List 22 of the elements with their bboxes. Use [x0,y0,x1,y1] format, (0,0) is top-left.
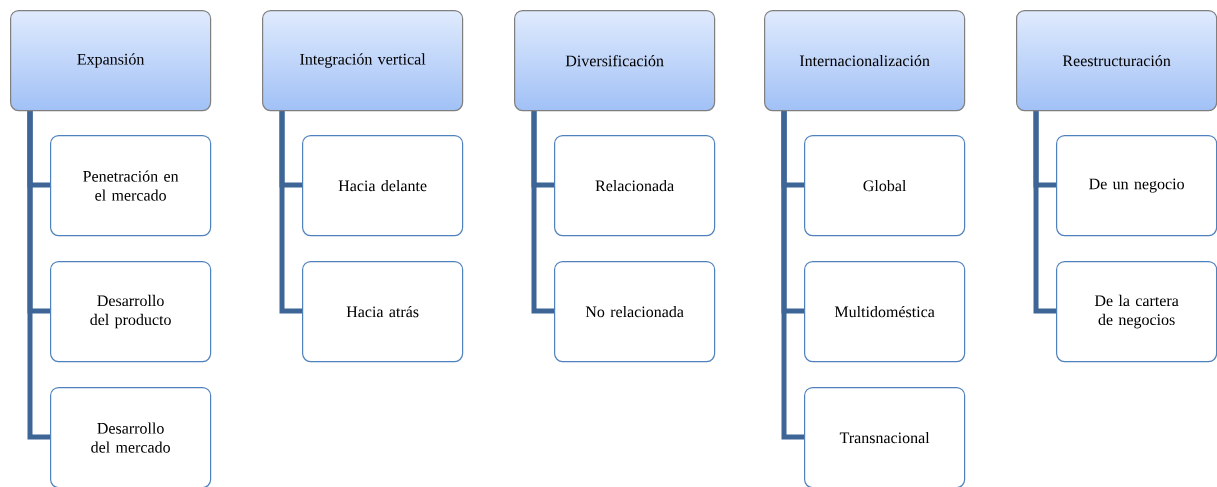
subcategory-box: Hacia atrás [302,261,464,363]
subcategory-box: Desarrollo del producto [50,261,212,363]
category-box: Expansión [10,10,212,112]
connector-line [279,110,302,314]
category-box: Integración vertical [262,10,464,112]
subcategory-box: Relacionada [554,135,716,237]
subcategory-box: De un negocio [1056,135,1217,237]
subcategory-box: De la cartera de negocios [1056,261,1217,363]
subcategory-box: Global [804,135,966,237]
connector-line [531,110,554,314]
category-box: Diversificación [514,10,716,112]
subcategory-box: No relacionada [554,261,716,363]
category-box: Reestructuración [1016,10,1217,112]
subcategory-box: Multidoméstica [804,261,966,363]
subcategory-box: Hacia delante [302,135,464,237]
subcategory-box: Desarrollo del mercado [50,387,212,487]
connector-line [27,110,50,440]
connector-line [1033,110,1056,314]
subcategory-box: Penetración en el mercado [50,135,212,237]
connector-line [781,110,804,440]
subcategory-box: Transnacional [804,387,966,487]
category-box: Internacionalización [764,10,966,112]
